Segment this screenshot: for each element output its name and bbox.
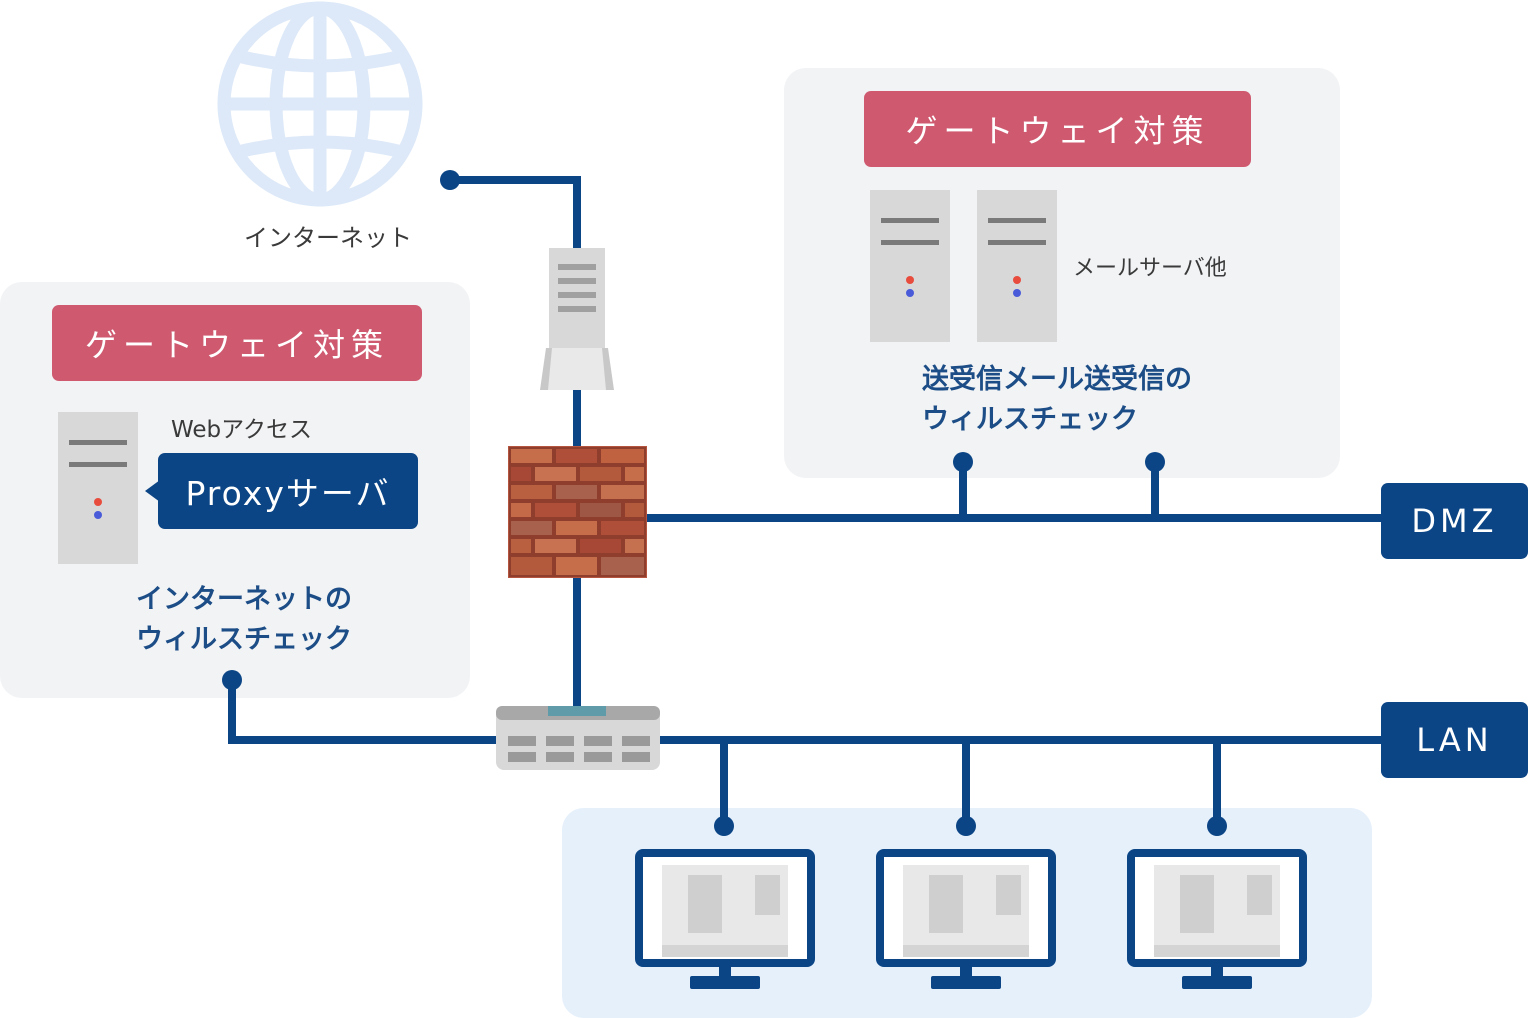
lan-tag: LAN	[1381, 702, 1528, 778]
network-lines	[228, 176, 1400, 826]
connection-dots	[222, 170, 1227, 836]
gateway-title-right: ゲートウェイ対策	[864, 91, 1251, 167]
internet-label: インターネット	[244, 224, 412, 252]
gateway-panel-right	[784, 68, 1340, 478]
gateway-left-caption-2: ウィルスチェック	[136, 624, 352, 655]
monitor-icon	[876, 849, 1056, 989]
monitor-icon	[1127, 849, 1307, 989]
gateway-right-caption-1: 送受信メール送受信の	[922, 364, 1192, 395]
mail-server-label: メールサーバ他	[1073, 256, 1227, 281]
gateway-title-left: ゲートウェイ対策	[52, 305, 422, 381]
server-icon	[870, 190, 950, 342]
dmz-tag: DMZ	[1381, 483, 1528, 559]
web-access-label: Webアクセス	[171, 417, 312, 443]
proxy-callout-pointer	[145, 480, 160, 502]
router-icon	[540, 248, 614, 390]
globe-icon	[217, 1, 423, 207]
monitor-icon	[635, 849, 815, 989]
proxy-server-label: Proxyサーバ	[158, 453, 418, 529]
gateway-left-caption-1: インターネットの	[136, 584, 352, 615]
switch-icon	[496, 706, 660, 770]
gateway-right-caption-2: ウィルスチェック	[922, 404, 1138, 435]
server-icon	[977, 190, 1057, 342]
firewall-icon	[508, 446, 647, 578]
server-icon	[58, 412, 138, 564]
